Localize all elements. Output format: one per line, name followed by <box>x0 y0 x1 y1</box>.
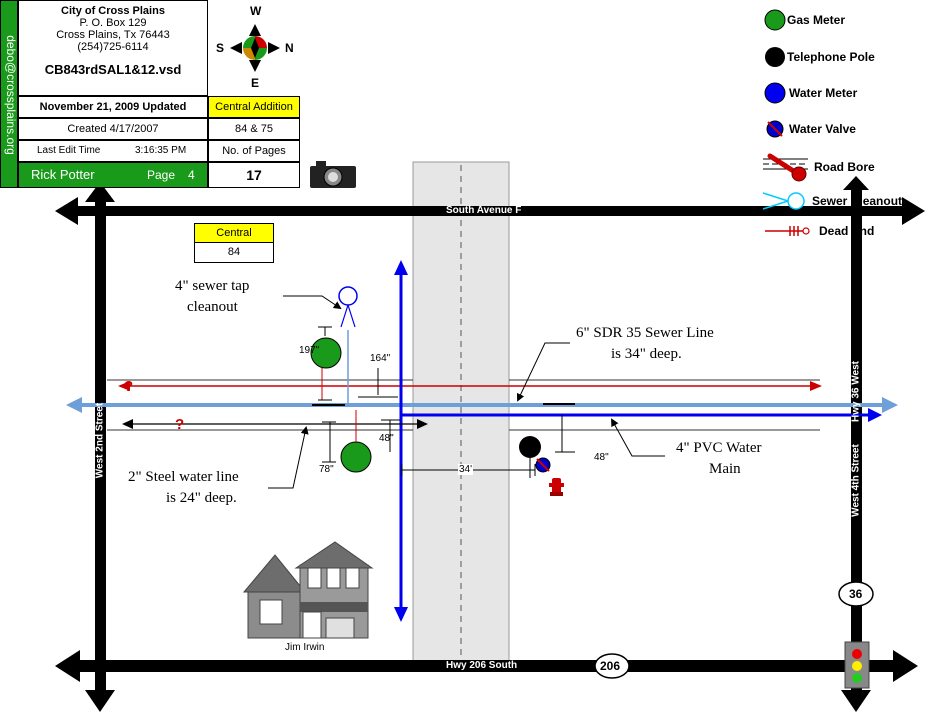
water-main-label-line2: Main <box>709 461 741 477</box>
telephone-pole <box>519 436 541 478</box>
page-label: Page <box>147 168 176 182</box>
south-avenue-road <box>55 197 925 225</box>
gas-meter-2 <box>340 410 372 473</box>
camera-icon[interactable] <box>310 161 356 188</box>
dead-end-marker-water: ? <box>175 416 184 433</box>
house-icon <box>242 541 374 639</box>
sewer-tap-cleanout <box>338 286 358 403</box>
compass-west: W <box>250 4 262 18</box>
steel-water-label-line1: 2" Steel water line <box>128 469 239 485</box>
title-block: debo@crossplains.org City of Cross Plain… <box>0 0 300 188</box>
telephone-pole-icon <box>765 47 785 67</box>
street-west-2nd: West 2nd Street <box>94 402 106 479</box>
street-hwy-206-south: Hwy 206 South <box>446 660 518 671</box>
sewer-line-label-line2: is 34" deep. <box>611 346 682 362</box>
created-cell: Created 4/17/2007 <box>18 118 208 140</box>
author-name: Rick Potter <box>31 167 95 182</box>
compass-north: N <box>285 41 294 55</box>
legend-dead-end: Dead End <box>819 224 875 238</box>
dim-48b: 48" <box>594 452 609 463</box>
side-email[interactable]: debo@crossplains.org <box>4 35 18 155</box>
legend-gas-meter: Gas Meter <box>787 13 846 27</box>
compass-icon <box>230 24 280 72</box>
compass-south: S <box>216 41 225 55</box>
traffic-light-icon <box>844 641 870 689</box>
sewer-line <box>66 397 898 413</box>
pages-label: No. of Pages <box>222 145 286 157</box>
dim-48a: 48" <box>379 433 394 444</box>
block-lot-cell: 84 & 75 <box>208 118 300 140</box>
created-date: Created 4/17/2007 <box>67 123 159 135</box>
dim-197: 197" <box>299 345 320 356</box>
phone: (254)725-6114 <box>77 41 149 53</box>
west-4th-street-road <box>841 176 871 712</box>
page-number: 4 <box>188 168 195 182</box>
road-bore-icon <box>763 153 808 182</box>
address-line2: Cross Plains, Tx 76443 <box>56 29 170 41</box>
addition-name: Central Addition <box>215 101 293 113</box>
hwy-206-shield <box>594 653 630 679</box>
legend-telephone-pole: Telephone Pole <box>787 50 875 64</box>
dim-164: 164" <box>370 353 391 364</box>
block-label-number: 84 <box>195 243 273 262</box>
block-label: Central 84 <box>194 223 274 263</box>
legend-water-meter: Water Meter <box>789 86 858 100</box>
updated-cell: November 21, 2009 Updated <box>18 96 208 118</box>
address-line1: P. O. Box 129 <box>79 17 147 29</box>
legend-sewer-cleanout: Sewer Cleanout <box>812 194 903 208</box>
hwy-206-road <box>55 650 918 682</box>
author-cell: Rick Potter Page 4 <box>18 162 208 188</box>
addition-cell: Central Addition <box>208 96 300 118</box>
west-2nd-street-road <box>85 182 115 712</box>
sewer-line-label-line1: 6" SDR 35 Sewer Line <box>576 325 714 341</box>
gas-meter-icon <box>764 9 786 31</box>
gas-meter-1 <box>310 337 342 400</box>
block-lot: 84 & 75 <box>235 123 273 135</box>
water-main-line <box>394 260 882 622</box>
water-main-label-line1: 4" PVC Water <box>676 440 762 456</box>
last-edit-cell: Last Edit Time 3:16:35 PM <box>18 140 208 162</box>
street-west-4th: West 4th Street <box>850 444 862 517</box>
sewer-cleanout-icon <box>762 192 805 210</box>
dead-end-icon <box>765 226 810 236</box>
water-valve <box>535 457 551 473</box>
updated-date: November 21, 2009 Updated <box>39 101 187 113</box>
hwy-206-shield-label: 206 <box>600 659 621 673</box>
steel-water-label-line2: is 24" deep. <box>166 490 237 506</box>
legend-water-valve: Water Valve <box>789 122 856 136</box>
legend-road-bore: Road Bore <box>814 160 875 174</box>
water-valve-icon <box>766 120 784 138</box>
last-edit-time: 3:16:35 PM <box>135 145 187 156</box>
last-edit-label: Last Edit Time <box>37 145 101 156</box>
file-name: CB843rdSAL1&12.vsd <box>44 62 182 77</box>
hwy-36-shield <box>838 581 874 607</box>
street-south-avenue-f: South Avenue F <box>446 205 522 216</box>
block-label-addition: Central <box>195 224 273 243</box>
pages-label-cell: No. of Pages <box>208 140 300 162</box>
org-info-cell: City of Cross Plains P. O. Box 129 Cross… <box>18 0 208 96</box>
sewer-tap-label-line2: cleanout <box>187 299 238 315</box>
compass-east: E <box>251 76 260 90</box>
hwy-36-shield-label: 36 <box>849 587 863 601</box>
water-meter-icon <box>764 82 786 104</box>
org-name: City of Cross Plains <box>61 5 165 17</box>
gas-line <box>118 381 822 391</box>
page-count-cell: 17 <box>208 162 300 188</box>
email-side-bar <box>0 0 18 188</box>
steel-water-line <box>122 419 428 429</box>
street-hwy-36-west: Hwy 36 West <box>850 361 862 422</box>
page-count: 17 <box>246 167 262 183</box>
dead-end-marker-gas: ? <box>124 378 133 395</box>
dim-34: 34' <box>458 464 474 475</box>
fire-hydrant <box>549 478 564 496</box>
dim-78: 78" <box>319 464 334 475</box>
sewer-tap-label-line1: 4" sewer tap <box>175 278 250 294</box>
house-owner-label: Jim Irwin <box>285 642 325 653</box>
